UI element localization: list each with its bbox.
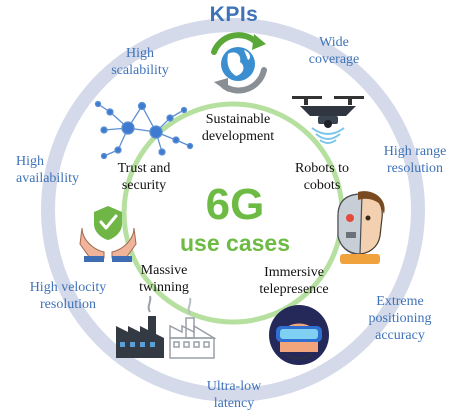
kpi-high-velocity-resolution: High velocity resolution (29, 280, 107, 312)
center-6g-label: 6G (205, 180, 265, 229)
robot-face-icon (337, 191, 385, 264)
network-graph-icon (94, 100, 194, 160)
use-case-sustainable-development: Sustainable development (201, 112, 275, 144)
use-case-robots-to-cobots: Robots to cobots (294, 161, 350, 193)
use-case-trust-and-security: Trust and security (117, 161, 171, 193)
kpi-title: KPIs (209, 3, 259, 26)
vr-headset-icon (269, 305, 329, 365)
kpi-extreme-positioning-accuracy: Extreme positioning accuracy (368, 294, 432, 343)
center-use-cases-label: use cases (180, 230, 290, 256)
recycle-globe-icon (211, 32, 267, 94)
factory-twin-icon (116, 295, 217, 359)
drone-icon (292, 96, 364, 144)
outer-kpi-ring (41, 18, 425, 402)
kpi-high-range-resolution: High range resolution (383, 144, 447, 176)
shield-hands-icon (79, 206, 137, 262)
kpi-ultra-low-latency: Ultra-low latency (206, 379, 262, 411)
kpi-high-availability: High availability (16, 154, 79, 186)
kpi-high-scalability: High scalability (111, 46, 169, 78)
use-case-immersive-telepresence: Immersive telepresence (259, 265, 329, 297)
use-case-massive-twinning: Massive twinning (139, 263, 189, 295)
kpi-wide-coverage: Wide coverage (308, 35, 360, 67)
